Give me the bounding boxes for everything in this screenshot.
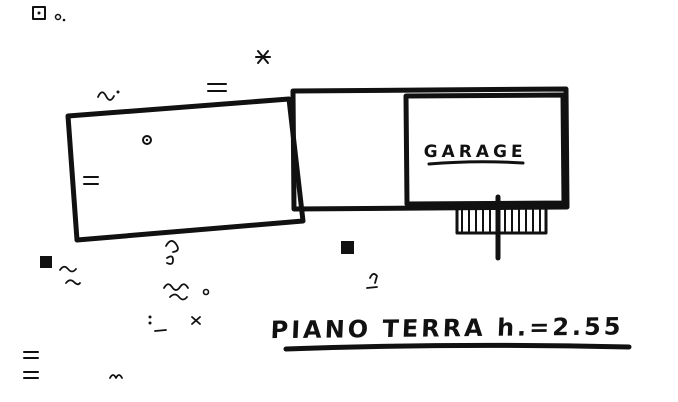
room-center-marker-icon — [142, 135, 152, 145]
illegible-annotation-bl-m — [109, 374, 123, 379]
asterisk-mark-icon — [255, 50, 271, 64]
illegible-annotation-bl-4 — [169, 293, 188, 301]
equals-mark-left — [83, 176, 99, 185]
illegible-annotation-below-room-2 — [166, 255, 174, 265]
illegible-annotation-center-1 — [369, 273, 378, 284]
room-center-marker-dot — [145, 138, 149, 142]
illegible-annotation-top — [97, 91, 115, 101]
left-room-outline — [65, 96, 306, 243]
illegible-annotation-bl-dash — [154, 329, 167, 332]
equals-mark-top — [207, 83, 227, 92]
illegible-annotation-below-room-1 — [165, 240, 179, 253]
survey-point-icon — [54, 13, 62, 21]
illegible-annotation-center-2 — [366, 286, 378, 289]
equals-mark-bottom-left-2 — [23, 371, 39, 379]
illegible-annotation-bl-circle — [202, 288, 210, 296]
plan-title: PIANO TERRA h.=2.55 — [270, 312, 624, 344]
illegible-annotation-bl-dots — [148, 315, 152, 325]
right-block-outline — [290, 86, 570, 212]
plan-title-underline — [283, 342, 632, 352]
garage-label-underline — [427, 160, 525, 166]
porch-hatch — [461, 208, 541, 232]
corner-marker-dot — [37, 11, 41, 15]
illegible-annotation-bl-cross — [191, 316, 201, 325]
porch-outline — [455, 205, 548, 235]
illegible-annotation-bl-1 — [59, 265, 77, 273]
corner-marker-square — [32, 6, 46, 20]
equals-mark-bottom-left-1 — [23, 351, 39, 359]
solid-square-marker-left — [40, 256, 52, 268]
survey-point-dot — [62, 18, 66, 22]
illegible-annotation-bl-3 — [163, 283, 189, 291]
solid-square-marker-center — [341, 241, 354, 254]
illegible-annotation-bl-2 — [65, 279, 81, 286]
garage-label: GARAGE — [423, 142, 527, 162]
illegible-annotation-top-dot — [116, 90, 120, 94]
garage-outline — [403, 92, 567, 207]
